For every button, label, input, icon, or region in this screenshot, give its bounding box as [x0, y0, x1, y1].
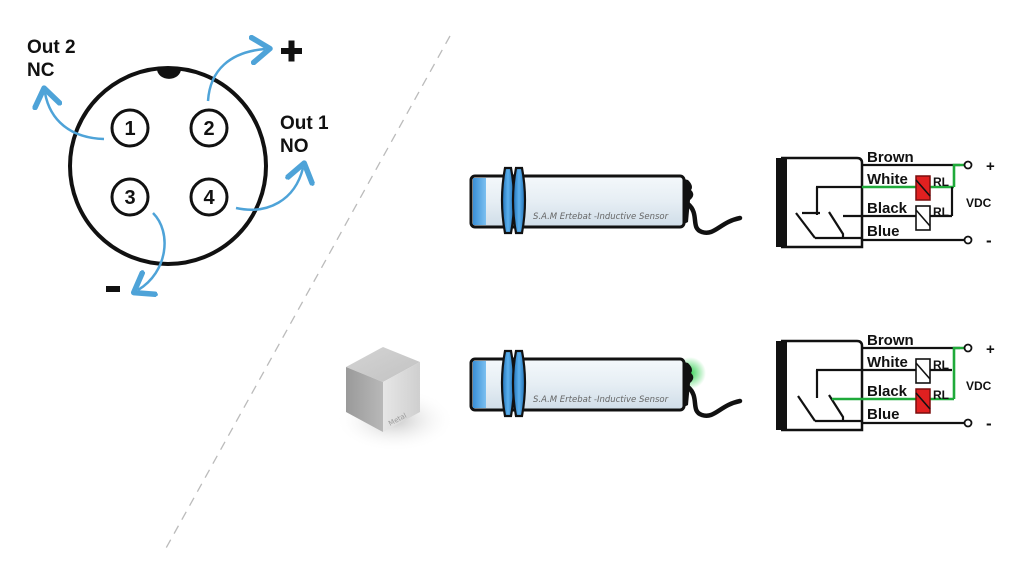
circuit-2-plus-label: + [986, 341, 995, 358]
sensor-1: S.A.M Ertebat -Inductive Sensor [469, 166, 743, 235]
circuit-1-rl-label-2: RL [933, 205, 949, 219]
circuit-1-return-active [952, 163, 965, 187]
connector-key-notch [157, 69, 181, 79]
pin-1: 1 [110, 108, 150, 148]
arrow-pin1-out2 [45, 93, 105, 141]
sensor-1-cable [685, 201, 743, 235]
circuit-1-label-brown: Brown [867, 149, 914, 166]
circuit-1-switch-b [828, 211, 845, 238]
sensor-2-tip [473, 361, 486, 408]
sensor-2-nut-b [511, 349, 527, 418]
circuit-2-minus-label: - [986, 414, 992, 433]
connector-pinout: 1 2 3 4 Out 2 NC Out 1 NO [27, 37, 329, 292]
circuit-2-rl-label-2: RL [933, 388, 949, 402]
sensor-2-cable [685, 384, 743, 418]
arrow-pin4-out1 [235, 168, 303, 211]
circuit-1-label-blue: Blue [867, 223, 900, 240]
cube-left [346, 367, 383, 432]
circuit-2-housing-bar [776, 341, 787, 430]
sensor-1-brand: S.A.M Ertebat -Inductive Sensor [533, 212, 669, 222]
circuit-1-label-white: White [867, 171, 908, 188]
circuit-1-minus-label: - [986, 231, 992, 250]
circuit-2-switch-a [797, 395, 816, 422]
circuit-1-switch-a [795, 212, 816, 239]
circuit-1-plus-label: + [986, 158, 995, 175]
sensor-1-nut-b [511, 166, 527, 235]
arrow-pin3-minus [138, 212, 166, 290]
circuit-1-rl-label-1: RL [933, 175, 949, 189]
circuit-2-switch-b [828, 394, 845, 421]
out1-label: Out 1 [280, 113, 329, 134]
circuit-1: RL RL Brown White Black Blue + - VDC [776, 149, 995, 250]
out2-nc-label: NC [27, 60, 55, 81]
out1-no-label: NO [280, 136, 309, 157]
minus-icon [106, 286, 120, 292]
circuit-1-label-black: Black [867, 200, 908, 217]
sensor-2-brand: S.A.M Ertebat -Inductive Sensor [533, 395, 669, 405]
circuit-1-relay-black: RL [915, 205, 949, 231]
sensor-1-tip [473, 178, 486, 225]
circuit-2-label-white: White [867, 354, 908, 371]
circuit-1-terminal-minus [963, 235, 973, 245]
circuit-2-vdc-label: VDC [966, 379, 992, 393]
circuit-2-return-active [952, 346, 965, 399]
pin-3-number: 3 [124, 187, 135, 209]
circuit-1-vdc-label: VDC [966, 196, 992, 210]
cube-right [383, 362, 420, 432]
pin-4-number: 4 [203, 187, 215, 209]
out2-label: Out 2 [27, 37, 76, 58]
circuit-2-relay-black: RL [915, 388, 949, 414]
circuit-1-relay-white: RL [915, 175, 949, 201]
circuit-2-terminal-minus [963, 418, 973, 428]
circuit-2-relay-white: RL [915, 358, 949, 384]
connector-body [68, 66, 268, 266]
circuit-2-label-black: Black [867, 383, 908, 400]
circuit-2-rl-label-1: RL [933, 358, 949, 372]
circuit-1-housing-bar [776, 158, 787, 247]
circuit-2-label-brown: Brown [867, 332, 914, 349]
circuit-2-housing [781, 339, 864, 432]
divider-line [164, 35, 451, 551]
circuit-1-terminal-plus [963, 160, 973, 170]
pin-2-number: 2 [203, 118, 214, 140]
plus-icon [281, 40, 302, 62]
circuit-2-terminal-plus [963, 343, 973, 353]
circuit-1-housing [781, 156, 864, 249]
circuit-2: RL RL Brown White Black Blue + - VDC [776, 332, 995, 433]
pin-2: 2 [189, 108, 229, 148]
metal-target: Metal [335, 347, 455, 452]
pin-4: 4 [189, 177, 229, 217]
arrow-pin2-plus [206, 49, 265, 102]
sensor-2: S.A.M Ertebat -Inductive Sensor [469, 349, 743, 418]
cube-top [346, 347, 420, 382]
pin-3: 3 [110, 177, 150, 217]
circuit-2-label-blue: Blue [867, 406, 900, 423]
pin-1-number: 1 [124, 118, 135, 140]
